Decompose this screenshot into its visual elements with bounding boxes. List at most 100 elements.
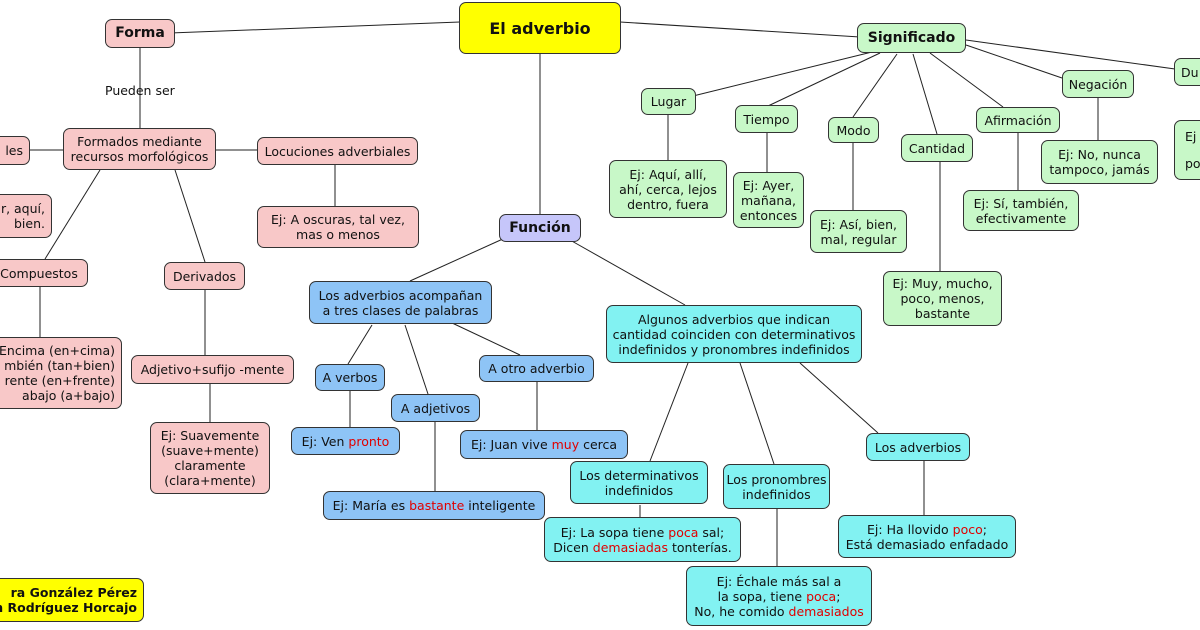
- a-otro-adverbio-node[interactable]: A otro adverbio: [479, 355, 594, 382]
- a-verbos-node[interactable]: A verbos: [315, 364, 385, 391]
- derivados-node[interactable]: Derivados: [164, 262, 245, 290]
- compuestos-example-node[interactable]: Encima (en+cima) mbién (tan+bien) rente …: [0, 337, 122, 409]
- a-otro-adverbio-example-node[interactable]: Ej: Juan vive muy cerca: [460, 430, 628, 459]
- tiempo-example-line-3: entonces: [739, 207, 798, 223]
- determinativos-example-1-pre: Ej: La sopa tiene: [560, 524, 669, 540]
- determinativos-node[interactable]: Los determinativos indefinidos: [570, 461, 708, 504]
- determinativos-line-2: indefinidos: [604, 482, 674, 498]
- acompanan-line-2: a tres clases de palabras: [322, 302, 479, 318]
- compuestos-node[interactable]: Compuestos: [0, 259, 88, 287]
- determinativos-line-1: Los determinativos: [579, 467, 699, 483]
- cantidad-label: Cantidad: [908, 140, 966, 156]
- compuestos-example-line-2: mbién (tan+bien): [4, 358, 115, 373]
- duda-example-line-1: Ej: [1185, 129, 1197, 144]
- tiempo-example-line-1: Ej: Ayer,: [742, 177, 795, 193]
- compuestos-label: Compuestos: [0, 265, 78, 281]
- a-verbos-example-highlight: pronto: [348, 433, 390, 449]
- cantidad-example-line-3: bastante: [914, 306, 971, 321]
- modo-label: Modo: [836, 122, 871, 138]
- los-adverbios-example-1-post: ;: [982, 521, 987, 537]
- coinciden-node[interactable]: Algunos adverbios que indican cantidad c…: [606, 305, 862, 363]
- derivados-example-line-2: (suave+mente): [161, 443, 259, 458]
- a-otro-adverbio-example-post: cerca: [579, 437, 618, 452]
- negacion-node[interactable]: Negación: [1062, 70, 1134, 98]
- locuciones-example-node[interactable]: Ej: A oscuras, tal vez, mas o menos: [257, 206, 419, 248]
- a-otro-adverbio-example-pre: Ej: Juan vive: [470, 437, 552, 452]
- tiempo-label: Tiempo: [743, 111, 790, 127]
- pronombres-example-node[interactable]: Ej: Échale más sal a la sopa, tiene poca…: [686, 566, 872, 626]
- funcion-node[interactable]: Función: [499, 214, 581, 242]
- formados-line-1: Formados mediante: [77, 134, 202, 149]
- derivados-sufijo-label: Adjetivo+sufijo -mente: [140, 362, 285, 377]
- a-adjetivos-node[interactable]: A adjetivos: [391, 394, 480, 422]
- determinativos-example-node[interactable]: Ej: La sopa tiene poca sal; Dicen demasi…: [544, 517, 741, 562]
- pueden-ser-label: Pueden ser: [105, 83, 175, 98]
- coinciden-line-1: Algunos adverbios que indican: [637, 311, 831, 327]
- derivados-sufijo-node[interactable]: Adjetivo+sufijo -mente: [131, 355, 294, 384]
- compuestos-example-line-4: abajo (a+bajo): [22, 388, 115, 403]
- pronombres-node[interactable]: Los pronombres indefinidos: [723, 464, 830, 509]
- negacion-example-line-1: Ej: No, nunca: [1058, 147, 1141, 162]
- funcion-label: Función: [509, 219, 571, 236]
- a-verbos-label: A verbos: [322, 370, 378, 385]
- lugar-example-node[interactable]: Ej: Aquí, allí, ahí, cerca, lejos dentro…: [609, 160, 727, 218]
- derivados-label: Derivados: [172, 268, 237, 284]
- los-adverbios-example-1-highlight: poco: [952, 521, 983, 537]
- cantidad-example-node[interactable]: Ej: Muy, mucho, poco, menos, bastante: [883, 271, 1002, 326]
- formados-line-2: recursos morfológicos: [70, 149, 209, 164]
- modo-example-line-2: mal, regular: [820, 231, 897, 247]
- coinciden-line-3: indefinidos y pronombres indefinidos: [618, 341, 850, 357]
- duda-example-node[interactable]: Ej pos: [1174, 120, 1200, 180]
- determinativos-example-2-pre: Dicen: [553, 539, 593, 555]
- lugar-node[interactable]: Lugar: [641, 88, 696, 115]
- los-adverbios-example-node[interactable]: Ej: Ha llovido poco; Está demasiado enfa…: [838, 515, 1016, 558]
- modo-example-node[interactable]: Ej: Así, bien, mal, regular: [810, 210, 907, 253]
- formados-node[interactable]: Formados mediante recursos morfológicos: [63, 128, 216, 170]
- coinciden-line-2: cantidad coinciden con determinativos: [612, 326, 856, 342]
- locuciones-node[interactable]: Locuciones adverbiales: [257, 137, 418, 165]
- forma-node[interactable]: Forma: [105, 19, 175, 48]
- derivados-example-line-1: Ej: Suavemente: [160, 428, 260, 443]
- root-node[interactable]: El adverbio: [459, 2, 621, 54]
- simples-node[interactable]: les: [0, 136, 30, 165]
- afirmacion-label: Afirmación: [984, 112, 1052, 128]
- afirmacion-example-line-1: Ej: Sí, también,: [973, 195, 1069, 211]
- negacion-label: Negación: [1068, 76, 1128, 92]
- afirmacion-example-line-2: efectivamente: [975, 210, 1067, 226]
- a-verbos-example-pre: Ej: Ven: [301, 433, 349, 449]
- negacion-example-node[interactable]: Ej: No, nunca tampoco, jamás: [1041, 140, 1158, 184]
- simples-example-line-2: bien.: [14, 216, 45, 231]
- pronombres-example-2-post: ;: [836, 588, 841, 604]
- afirmacion-example-node[interactable]: Ej: Sí, también, efectivamente: [963, 190, 1079, 231]
- tiempo-example-line-2: mañana,: [741, 192, 796, 208]
- pronombres-line-1: Los pronombres: [726, 471, 827, 487]
- locuciones-example-line-1: Ej: A oscuras, tal vez,: [271, 212, 405, 227]
- duda-node[interactable]: Du: [1174, 58, 1200, 86]
- pronombres-example-3-highlight: demasiados: [788, 603, 864, 619]
- simples-example-node[interactable]: r, aquí, bien.: [0, 194, 52, 238]
- determinativos-example-1-highlight: poca: [668, 524, 699, 540]
- modo-example-line-1: Ej: Así, bien,: [819, 216, 898, 232]
- acompanan-node[interactable]: Los adverbios acompañan a tres clases de…: [309, 281, 492, 324]
- root-label: El adverbio: [489, 18, 591, 38]
- a-adjetivos-example-post: inteligente: [464, 498, 536, 513]
- simples-label: les: [5, 143, 23, 158]
- modo-node[interactable]: Modo: [828, 117, 879, 143]
- cantidad-example-line-2: poco, menos,: [900, 291, 985, 306]
- tiempo-example-node[interactable]: Ej: Ayer, mañana, entonces: [733, 172, 804, 228]
- afirmacion-node[interactable]: Afirmación: [976, 107, 1060, 133]
- los-adverbios-node[interactable]: Los adverbios: [866, 433, 970, 461]
- determinativos-example-2-post: tonterías.: [667, 539, 732, 555]
- a-adjetivos-example-node[interactable]: Ej: María es bastante inteligente: [323, 491, 545, 520]
- derivados-example-node[interactable]: Ej: Suavemente (suave+mente) claramente …: [150, 422, 270, 494]
- a-adjetivos-example-pre: Ej: María es: [332, 498, 410, 513]
- cantidad-node[interactable]: Cantidad: [901, 134, 973, 162]
- derivados-example-line-3: claramente: [174, 458, 246, 473]
- tiempo-node[interactable]: Tiempo: [735, 105, 798, 133]
- authors-box: ra González Pérez n Rodríguez Horcajo: [0, 578, 144, 622]
- acompanan-line-1: Los adverbios acompañan: [318, 287, 483, 303]
- determinativos-example-line-1: Ej: La sopa tiene poca sal;: [561, 525, 725, 540]
- a-otro-adverbio-label: A otro adverbio: [488, 361, 585, 376]
- a-verbos-example-node[interactable]: Ej: Ven pronto: [291, 427, 400, 455]
- significado-node[interactable]: Significado: [857, 23, 966, 53]
